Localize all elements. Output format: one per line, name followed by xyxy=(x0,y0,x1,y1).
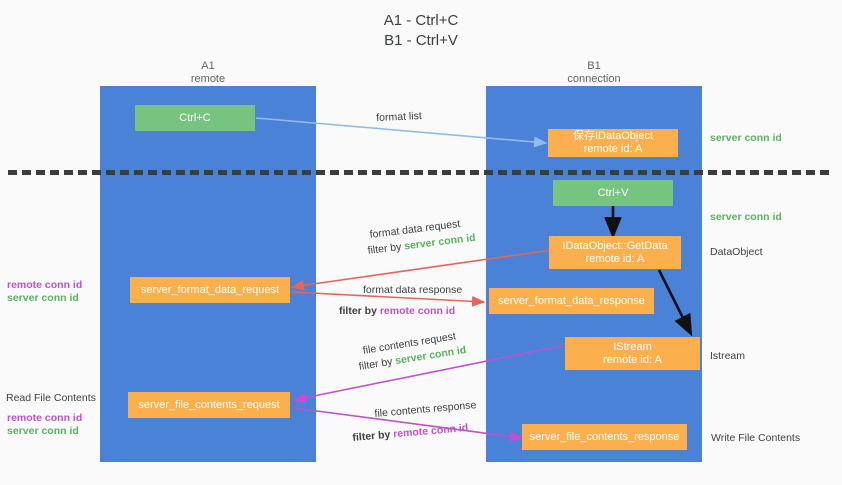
box-server-format-data-request[interactable]: server_format_data_request xyxy=(130,277,290,303)
label-format-data-response-filter-value: remote conn id xyxy=(379,305,456,317)
label-file-contents-response-filter: filter by remote conn id xyxy=(352,422,469,445)
side-label-server-conn-id-low: server conn id xyxy=(7,425,79,437)
side-label-istream: Istream xyxy=(710,350,746,362)
column-header-b1: B1 connection xyxy=(486,60,702,86)
column-header-b1-name: B1 xyxy=(587,60,601,72)
box-ctrl-c[interactable]: Ctrl+C xyxy=(135,105,255,131)
label-format-data-response-filter-prefix: filter by xyxy=(339,305,380,317)
column-header-a1-subtitle: remote xyxy=(190,73,226,85)
box-idataobject-getdata[interactable]: IDataObject::GetData remote id: A xyxy=(549,236,681,269)
box-server-format-data-response[interactable]: server_format_data_response xyxy=(489,288,654,314)
side-label-read-file-contents: Read File Contents xyxy=(6,392,96,404)
side-label-conn-ids-low: remote conn id server conn id xyxy=(7,412,82,438)
page-title-line-2: B1 - Ctrl+V xyxy=(384,32,458,49)
box-server-file-contents-response[interactable]: server_file_contents_response xyxy=(522,424,687,450)
side-label-server-conn-id-top: server conn id xyxy=(710,132,782,144)
phase-divider xyxy=(8,170,834,175)
side-label-server-conn-id-mid: server conn id xyxy=(7,292,79,304)
label-format-data-request-filter-prefix: filter by xyxy=(367,240,405,257)
label-file-contents-response: file contents response xyxy=(374,399,477,420)
page-title-line-1: A1 - Ctrl+C xyxy=(383,12,459,29)
box-istream[interactable]: IStream remote id: A xyxy=(565,337,700,370)
label-file-contents-response-filter-value: remote conn id xyxy=(392,421,469,441)
box-server-file-contents-request[interactable]: server_file_contents_request xyxy=(128,392,290,418)
column-header-b1-subtitle: connection xyxy=(567,73,621,85)
side-label-remote-conn-id-mid: remote conn id xyxy=(7,279,83,291)
column-header-a1-name: A1 xyxy=(201,60,215,72)
side-label-remote-conn-id-low: remote conn id xyxy=(7,412,83,424)
label-format-list: format list xyxy=(376,110,422,124)
label-format-data-response-filter: filter by remote conn id xyxy=(339,305,455,318)
side-label-conn-ids-mid: remote conn id server conn id xyxy=(7,279,82,305)
label-format-data-response: format data response xyxy=(363,284,463,296)
side-label-server-conn-id-second: server conn id xyxy=(710,211,782,223)
label-file-contents-response-filter-prefix: filter by xyxy=(352,428,394,444)
box-save-idataobject[interactable]: 保存IDataObject remote id: A xyxy=(548,129,678,157)
side-label-write-file-contents: Write File Contents xyxy=(711,432,801,444)
box-ctrl-v[interactable]: Ctrl+V xyxy=(553,180,673,206)
side-label-dataobject: DataObject xyxy=(710,246,763,258)
column-header-a1: A1 remote xyxy=(100,60,316,86)
